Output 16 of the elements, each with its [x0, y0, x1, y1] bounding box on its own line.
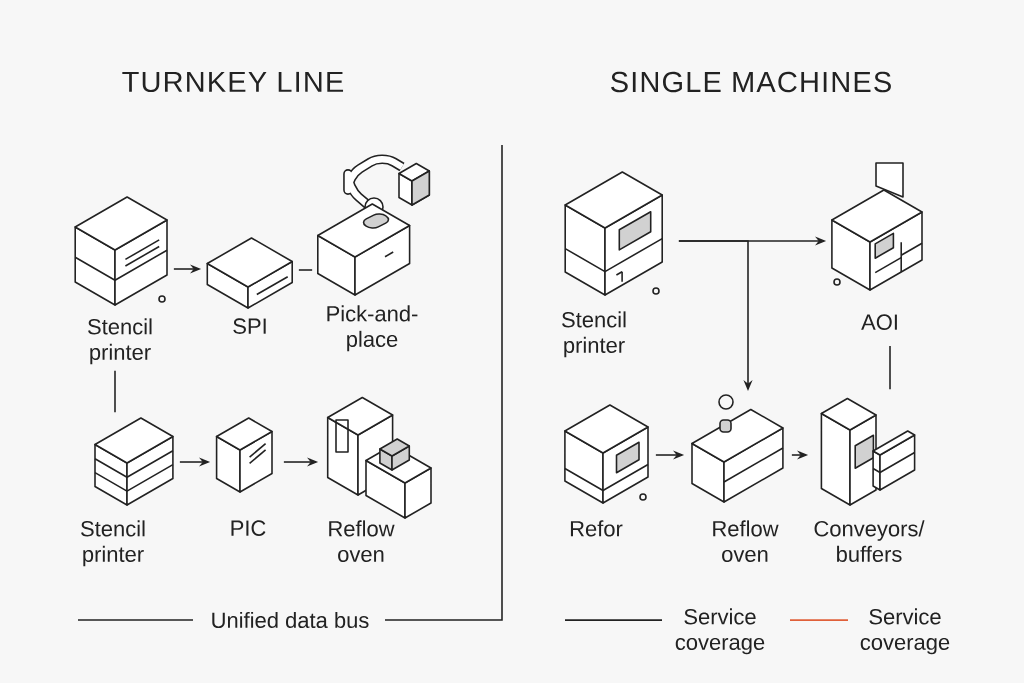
machine-label: Reflow oven: [713, 520, 779, 562]
machine-label: Pick-and-place: [327, 305, 418, 352]
legend-label: Service coverage: [675, 608, 765, 655]
machine-label: AOI: [861, 314, 897, 330]
machine-label: Stencil printer: [562, 311, 626, 358]
section-title: TURNKEY LINE: [122, 71, 344, 93]
machine-label: PIC: [231, 520, 266, 536]
bus-label: Unified data bus: [212, 611, 369, 629]
machine-label: SPI: [233, 318, 266, 334]
machine-label: Stencil printer: [88, 318, 152, 365]
machine-label: Conveyors/ buffers: [814, 520, 925, 562]
machine-label: Reflow oven: [329, 520, 395, 562]
section-title: SINGLE MACHINES: [611, 71, 891, 93]
legend-label: Service coverage: [860, 608, 950, 655]
machine-label: Stencil printer: [81, 520, 145, 567]
machine-label: Refor: [570, 520, 623, 537]
